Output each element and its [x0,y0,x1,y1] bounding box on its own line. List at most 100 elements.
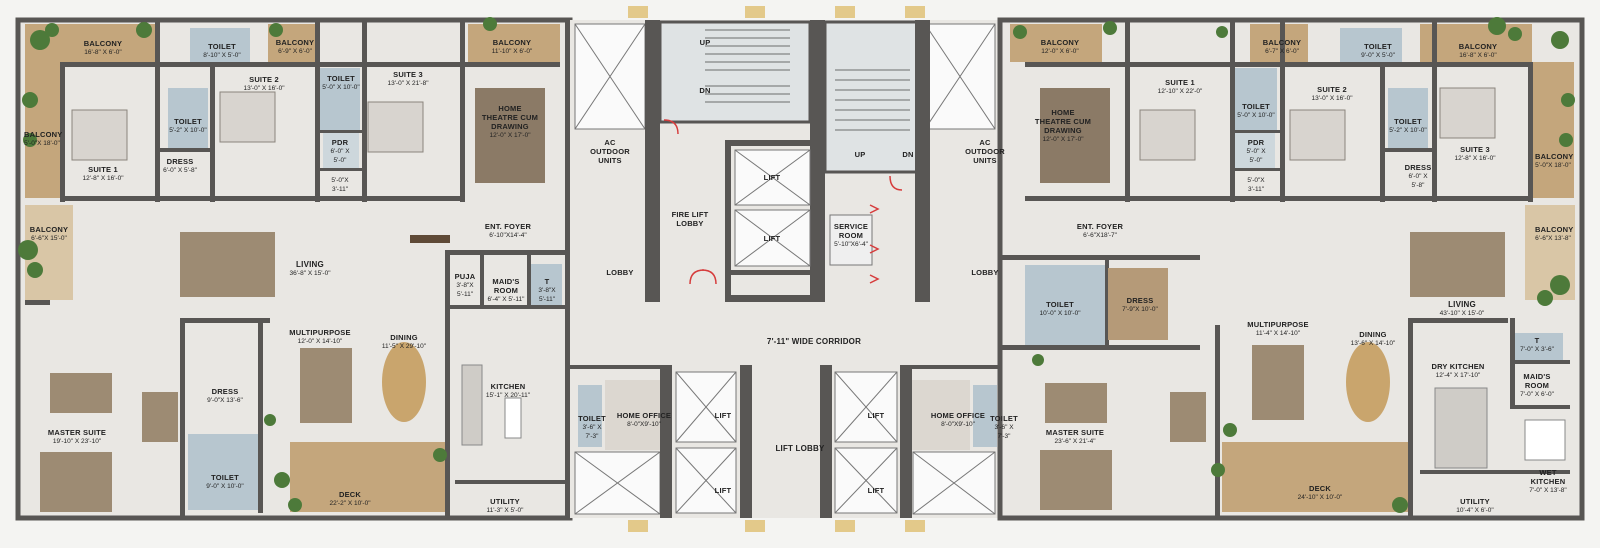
room-label-c-lift5: LIFT [868,411,885,420]
room-name: DN [902,150,914,159]
room-dim: 6'-4" X 5'-11" [487,296,525,303]
room-label-c-lift3: LIFT [715,411,732,420]
room-name: MULTIPURPOSE [289,328,351,337]
room-dim: 13'-6" X 14'-10" [1350,340,1396,347]
room-dim: 5'-0"X 18'-0" [24,140,60,147]
room-dim: 3'-6" X 7'-3" [582,424,602,440]
room-label-c-up1: UP [700,38,711,47]
room-name: TOILET [208,42,236,51]
room-name: SUITE 3 [1460,145,1490,154]
core-toilet-right [973,385,997,447]
room-name: TOILET [1394,117,1422,126]
room-dim: 5'-2" X 10'-0" [1389,127,1427,134]
room-label-c-up2: UP [855,150,866,159]
room-dim: 6'-7" X 6'-0" [1265,48,1299,55]
room-dim: 3'-6" X 7'-3" [994,424,1014,440]
room-dim: 9'-0"X 13'-6" [207,397,243,404]
room-name: LIFT [763,173,781,182]
room-name: TOILET [1046,300,1074,309]
room-dim: 8'-10" X 5'-0" [203,52,241,59]
room-dim: 13'-0" X 16'-0" [1311,95,1353,102]
room-name: BALCONY [492,38,532,47]
room-name: BALCONY [29,225,69,234]
room-dim: 16'-8" X 6'-0" [1459,52,1497,59]
room-name: SUITE 2 [1317,85,1347,94]
room-dim: 5'-0"X 18'-0" [1535,162,1571,169]
room-name: SUITE 1 [1165,78,1195,87]
right-apartment [997,17,1585,521]
room-dim: 7'-0" X 13'-8" [1529,487,1567,494]
room-name: T [544,277,550,286]
room-name: DN [699,86,711,95]
room-label-l-ac: AC OUTDOOR UNITS [584,138,636,165]
room-name: DINING [1359,330,1387,339]
room-dim: 7'-0" X 3'-6" [1520,346,1554,353]
room-name: BALCONY [275,38,315,47]
room-label-c-lift6: LIFT [868,486,885,495]
room-label-c-lift1: LIFT [764,173,781,182]
right-outer-wall [997,17,1585,521]
room-dim: 13'-0" X 21'-8" [387,80,429,87]
room-label-r-ac: AC OUTDOOR UNITS [959,138,1011,165]
room-name: BALCONY [83,39,123,48]
room-dim: 24'-10" X 10'-0" [1297,494,1343,501]
room-dim: 6'-0" X 5'-8" [1408,173,1428,189]
room-dim: 5'-0" X 5'-0" [1246,148,1266,164]
room-name: 7'-11" WIDE CORRIDOR [766,337,862,346]
room-dim: 3'-8"X 5'-11" [456,282,474,298]
room-label-c-lift2: LIFT [764,234,781,243]
room-name: UP [699,38,711,47]
left-toilet-suite1-floor [168,88,208,148]
core-walls [570,20,1000,518]
room-name: ENT. FOYER [1076,222,1124,231]
room-name: HOME THEATRE CUM DRAWING [1034,108,1092,135]
room-dim: 15'-1" X 20'-11" [485,392,531,399]
room-name: DRESS [166,157,194,166]
room-name: DINING [390,333,418,342]
service-room [829,214,873,266]
left-balcony-top3-floor [468,24,560,62]
room-name: SUITE 3 [393,70,423,79]
room-name: KITCHEN [490,382,526,391]
room-dim: 19'-10" X 23'-10" [52,438,102,445]
room-name: LIFT [867,486,885,495]
room-dim: 10'-0" X 10'-0" [1039,310,1081,317]
room-dim: 11'-3" X 5'-0" [486,507,524,514]
left-toilet-suite3-floor [320,68,360,130]
room-dim: 3'-8"X 5'-11" [538,287,556,303]
room-label-c-lobby-r: LOBBY [971,268,998,277]
right-deck-floor [1222,442,1412,512]
room-name: MASTER SUITE [1045,428,1105,437]
room-name: PDR [1247,138,1265,147]
room-dim: 11'-10" X 6'-0" [491,48,533,55]
room-name: DECK [338,490,362,499]
left-toilet-top-floor [190,28,250,63]
room-dim: 9'-0" X 10'-0" [206,483,244,490]
right-toilet-suite1-floor [1235,68,1277,130]
room-dim: 10'-4" X 6'-0" [1456,507,1494,514]
room-dim: 9'-0" X 5'-0" [1361,52,1395,59]
room-name: DECK [1308,484,1332,493]
right-toilet-suite3-floor [1388,88,1428,148]
left-pdr-floor [323,133,359,168]
